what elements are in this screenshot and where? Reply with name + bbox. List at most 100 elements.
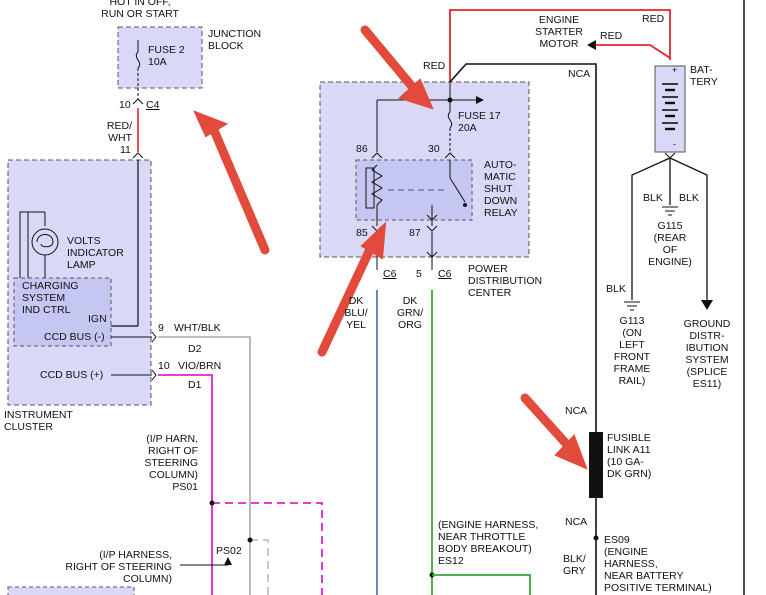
blk-mid-label: BLK xyxy=(643,192,663,204)
relay-coil-core xyxy=(365,167,375,209)
asd-relay-box xyxy=(355,159,473,221)
pin9-label: 9 xyxy=(158,322,164,334)
vio-brn-label: VIO/BRN xyxy=(178,360,222,372)
c4-label: C4 xyxy=(146,99,160,111)
junction-block-box xyxy=(117,26,203,89)
pdc-label: POWER DISTRIBUTION CENTER xyxy=(468,263,543,299)
pin85-label: 85 xyxy=(356,227,368,239)
nca-lower-label: NCA xyxy=(565,516,588,528)
pin10-connector-icon xyxy=(151,369,157,381)
starter-motor-label: ENGINE STARTER MOTOR xyxy=(534,14,584,50)
fuse17-icon xyxy=(447,111,453,129)
pin87-label: 87 xyxy=(409,227,421,239)
pin10-cluster-label: 10 xyxy=(158,360,170,372)
pin11-connector-icon xyxy=(132,152,144,159)
blk-left-label: BLK xyxy=(606,283,626,295)
c6-label-left: C6 xyxy=(383,268,397,280)
red-top-label: RED xyxy=(642,13,665,25)
dk-blu-yel-label: DK BLU/ YEL xyxy=(344,295,368,331)
battery-cells-icon xyxy=(662,83,678,131)
fusible-link-label: FUSIBLE LINK A11 (10 GA- DK GRN) xyxy=(607,432,652,480)
asd-relay-label: AUTO- MATIC SHUT DOWN RELAY xyxy=(484,159,518,219)
pin87-connector-icon xyxy=(426,225,438,232)
red-wht-label: RED/ WHT xyxy=(106,120,132,144)
ccd-plus-label: CCD BUS (+) xyxy=(40,369,104,381)
arrow-relay xyxy=(317,240,377,357)
nca-wire xyxy=(449,63,597,595)
top-power-label: HOT IN OFF, RUN OR START xyxy=(101,0,179,20)
pin10-label: 10 xyxy=(119,99,131,111)
d1-label: D1 xyxy=(188,379,202,391)
d2-dashed-branch xyxy=(250,539,269,595)
lamp-wire-left xyxy=(19,211,45,278)
relay-contact-dot xyxy=(463,203,467,207)
pin87-arrow xyxy=(426,214,438,221)
ps01-splice-dot xyxy=(209,500,215,506)
blk-wire-left xyxy=(631,157,671,300)
c6-connector-icon xyxy=(426,251,438,258)
battery-box xyxy=(654,65,686,153)
ccd-minus-label: CCD BUS (-) xyxy=(44,331,105,343)
battery-minus-label: - xyxy=(673,139,676,149)
g115-ground-icon xyxy=(662,206,678,216)
d2-wire xyxy=(158,336,251,595)
fuse17-label: FUSE 17 20A xyxy=(458,110,501,134)
d1-dashed-branch xyxy=(212,502,323,595)
g113-ground-icon xyxy=(624,301,640,311)
es12-branch xyxy=(432,574,531,595)
pin9-connector-icon xyxy=(151,331,157,343)
fusible-link-icon xyxy=(589,432,603,498)
arrow-fusible-link-head xyxy=(554,434,588,470)
junction-block-label: JUNCTION BLOCK xyxy=(208,28,262,52)
dk-grn-org-label: DK GRN/ ORG xyxy=(396,295,424,331)
red-battery-wire xyxy=(449,9,671,82)
fuse2-icon xyxy=(135,51,141,69)
pin86-label: 86 xyxy=(356,143,368,155)
ground-dist-arrow xyxy=(701,300,713,310)
ip-harness-label: (I/P HARNESS, RIGHT OF STEERING COLUMN) xyxy=(65,549,172,585)
ps01-label: (I/P HARN, RIGHT OF STEERING COLUMN) PS0… xyxy=(144,433,198,493)
relay-switch xyxy=(449,177,466,203)
pin30-label: 30 xyxy=(428,143,440,155)
arrow-relay-head xyxy=(360,221,387,260)
arrow-fuse17-head xyxy=(398,78,434,110)
g113-label: G113 (ON LEFT FRONT FRAME RAIL) xyxy=(613,315,651,387)
nca-fusible-label: NCA xyxy=(565,405,588,417)
starter-arrow xyxy=(587,40,596,50)
battery-neg-connector xyxy=(664,152,676,159)
pin11-label: 11 xyxy=(120,144,131,156)
lower-module-box xyxy=(7,586,135,595)
pdc-red-label: RED xyxy=(423,60,446,72)
es09-splice-dot xyxy=(593,535,599,541)
red-starter-wire xyxy=(596,44,671,59)
arrow-fuse17 xyxy=(360,25,420,95)
wht-blk-label: WHT/BLK xyxy=(174,322,221,334)
es09-label: ES09 (ENGINE HARNESS, NEAR BATTERY POSIT… xyxy=(604,534,712,594)
blk-gry-label: BLK/ GRY xyxy=(563,553,586,577)
pin30-connector-icon xyxy=(444,152,456,159)
ps02-splice-dot xyxy=(247,537,253,543)
charging-ctrl-label: CHARGING SYSTEM IND CTRL xyxy=(22,280,79,316)
ground-dist-label: GROUND DISTR- IBUTION SYSTEM (SPLICE ES1… xyxy=(683,318,731,390)
battery-plus-label: + xyxy=(672,65,678,75)
es12-label: (ENGINE HARNESS, NEAR THROTTLE BODY BREA… xyxy=(438,519,539,567)
nca-top-label: NCA xyxy=(568,68,591,80)
arrow-junction-block-head xyxy=(193,110,229,138)
volts-lamp-label: VOLTS INDICATOR LAMP xyxy=(67,235,124,271)
battery-label: BAT- TERY xyxy=(690,64,718,88)
charging-ctrl-box xyxy=(13,277,112,347)
c6-pin-label: 5 xyxy=(416,268,422,280)
c6-label-right: C6 xyxy=(438,268,452,280)
arrow-fusible-link xyxy=(520,393,575,453)
g115-label: G115 (REAR OF ENGINE) xyxy=(648,220,692,268)
fuse2-label: FUSE 2 10A xyxy=(148,44,185,68)
c4-connector-icon xyxy=(132,98,144,105)
annotation-arrows xyxy=(193,25,588,470)
lamp-filament xyxy=(36,234,54,248)
ps02-label: PS02 xyxy=(216,545,242,557)
ign-label: IGN xyxy=(88,313,107,325)
pin86-connector-icon xyxy=(371,152,383,159)
blk-right-label: BLK xyxy=(679,192,699,204)
